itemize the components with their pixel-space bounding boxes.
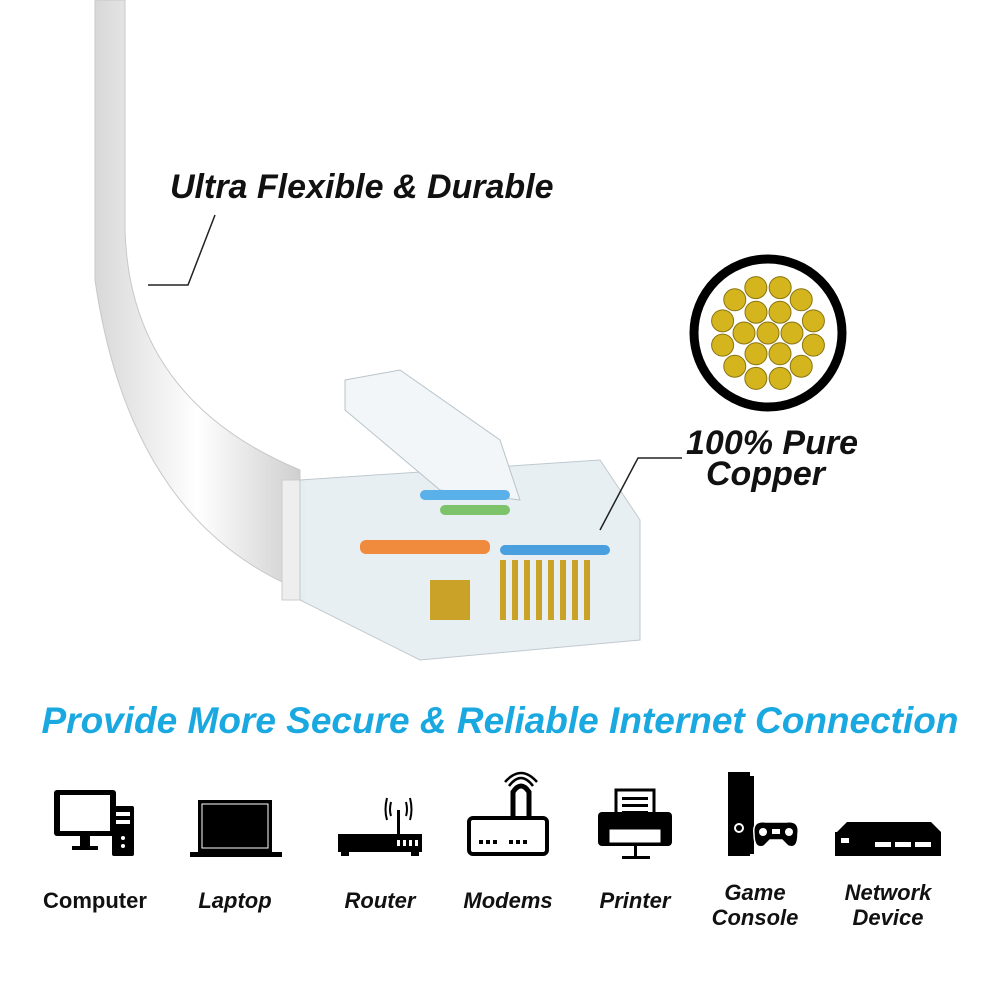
copper-strand bbox=[801, 309, 825, 333]
device-label: Printer bbox=[599, 888, 671, 913]
modem-icon bbox=[466, 771, 549, 856]
device-router: Router bbox=[310, 770, 450, 913]
router-icon bbox=[337, 797, 422, 856]
copper-strand bbox=[768, 276, 792, 300]
copper-strand bbox=[744, 366, 768, 390]
device-laptop: Laptop bbox=[165, 770, 305, 913]
device-label: Modems bbox=[463, 888, 553, 913]
copper-strand bbox=[768, 300, 792, 324]
headline: Provide More Secure & Reliable Internet … bbox=[41, 700, 959, 741]
flexible-callout: Ultra Flexible & Durable bbox=[170, 168, 554, 206]
copper-strand bbox=[744, 300, 768, 324]
callout-line-copper bbox=[599, 457, 682, 531]
laptop-icon bbox=[189, 800, 282, 857]
device-game-console: Game Console bbox=[685, 770, 825, 930]
device-label-line1: Network bbox=[844, 880, 932, 905]
device-label: Laptop bbox=[198, 888, 272, 913]
computer-icon bbox=[54, 790, 134, 856]
copper-callout-line1: 100% Pure bbox=[686, 424, 858, 462]
printer-icon bbox=[597, 788, 672, 859]
device-label: Game Console bbox=[685, 880, 825, 930]
game-console-icon bbox=[727, 772, 799, 856]
copper-strand bbox=[780, 321, 804, 345]
device-network-device: Network Device bbox=[818, 770, 958, 930]
cable bbox=[94, 0, 301, 591]
network-device-icon bbox=[834, 822, 941, 856]
copper-strand bbox=[711, 333, 735, 357]
device-label: Computer bbox=[43, 888, 147, 913]
device-label-line1: Game bbox=[724, 880, 786, 905]
connector-body bbox=[299, 459, 641, 661]
device-label-line2: Console bbox=[711, 905, 799, 930]
copper-strand bbox=[789, 354, 813, 378]
copper-strand bbox=[723, 354, 747, 378]
copper-strand bbox=[756, 321, 780, 345]
copper-strand bbox=[711, 309, 735, 333]
device-computer: Computer bbox=[25, 770, 165, 913]
copper-strand bbox=[801, 333, 825, 357]
copper-strand bbox=[723, 288, 747, 312]
callout-line-flexible bbox=[148, 214, 216, 286]
connector-latch bbox=[344, 369, 521, 501]
contacts bbox=[430, 560, 590, 620]
copper-strand bbox=[768, 366, 792, 390]
copper-strand bbox=[789, 288, 813, 312]
copper-strand bbox=[768, 342, 792, 366]
ethernet-cable-illustration bbox=[94, 0, 847, 661]
device-label: Router bbox=[344, 888, 416, 913]
device-modem: Modems bbox=[438, 770, 578, 913]
wires bbox=[360, 490, 610, 555]
device-label: Network Device bbox=[818, 880, 958, 930]
copper-strand bbox=[732, 321, 756, 345]
copper-callout-line2: Copper bbox=[706, 455, 825, 493]
device-label-line2: Device bbox=[852, 905, 924, 930]
copper-cross-section bbox=[689, 254, 847, 412]
device-printer: Printer bbox=[565, 770, 705, 913]
copper-strand bbox=[744, 342, 768, 366]
copper-strand bbox=[744, 276, 768, 300]
